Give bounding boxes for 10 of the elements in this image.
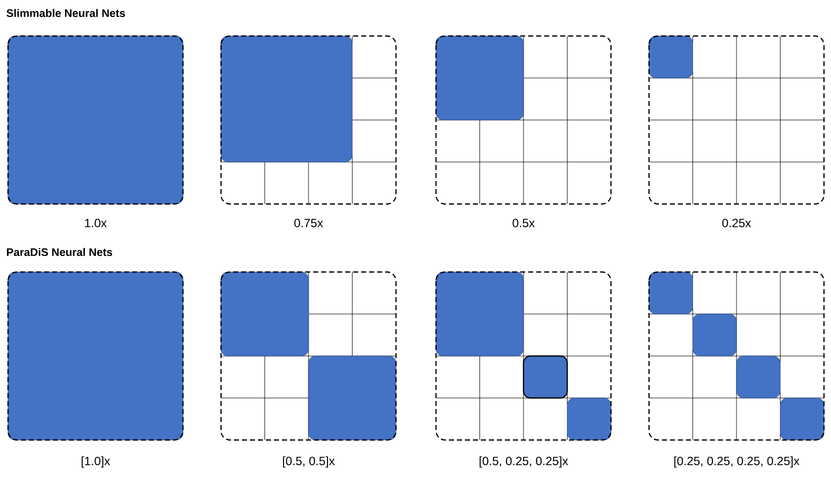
scale-label: 0.75x — [294, 218, 324, 228]
scale-label: 1.0x — [85, 218, 107, 228]
scale-label: [1.0]x — [82, 456, 110, 468]
scale-label: [0.5, 0.5]x — [283, 456, 335, 468]
scale-label: 0.25x — [722, 218, 752, 228]
section-heading: ParaDiS Neural Nets — [6, 248, 112, 256]
section-heading: Slimmable Neural Nets — [6, 8, 125, 18]
scale-label: [0.5, 0.25, 0.25]x — [480, 456, 568, 468]
scale-label: [0.25, 0.25, 0.25, 0.25]x — [674, 456, 800, 468]
scale-label: 0.5x — [512, 218, 535, 228]
